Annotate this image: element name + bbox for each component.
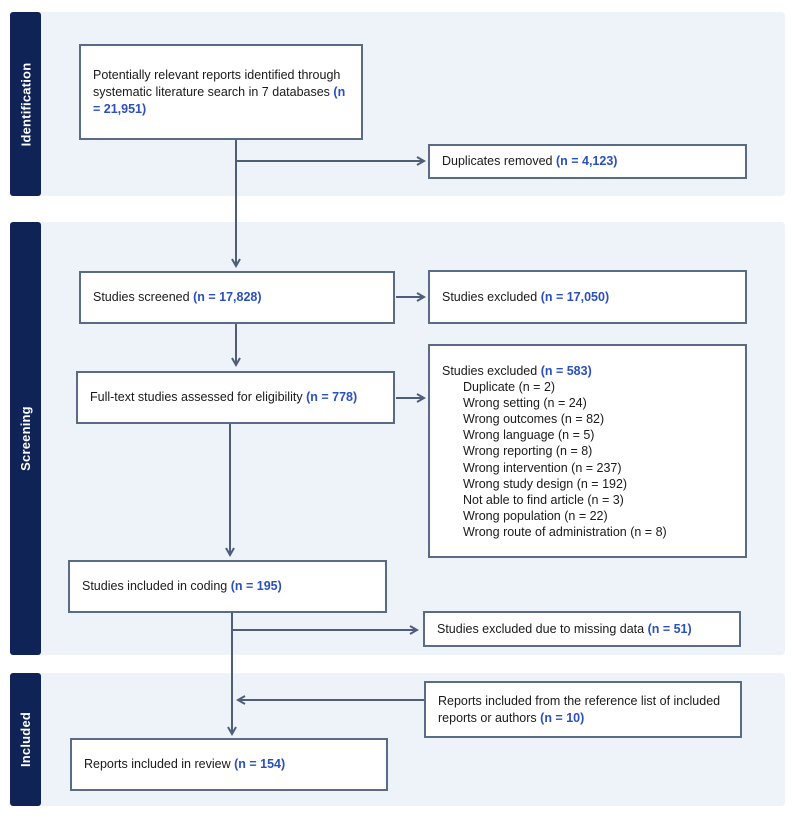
fulltext-text: Full-text studies assessed for eligibili… xyxy=(90,390,303,404)
excluded-screen-content: Studies excluded (n = 17,050) xyxy=(442,289,733,306)
reason-item: Wrong population (n = 22) xyxy=(463,508,608,523)
box-duplicates: Duplicates removed (n = 4,123) xyxy=(428,144,747,179)
box-excluded-screen: Studies excluded (n = 17,050) xyxy=(428,270,747,324)
excluded-screen-text: Studies excluded xyxy=(442,289,538,304)
box-excluded-fulltext: Studies excluded (n = 583) Duplicate (n … xyxy=(428,344,747,558)
missing-content: Studies excluded due to missing data (n … xyxy=(437,621,727,638)
reason-item: Duplicate (n = 2) xyxy=(463,380,556,395)
coding-count: (n = 195) xyxy=(230,579,282,593)
reason-item: Wrong outcomes (n = 82) xyxy=(463,412,605,427)
identified-content: Potentially relevant reports identified … xyxy=(93,67,349,118)
coding-content: Studies included in coding (n = 195) xyxy=(82,578,373,595)
review-count: (n = 154) xyxy=(234,757,286,771)
box-reference: Reports included from the reference list… xyxy=(424,681,742,738)
box-identified: Potentially relevant reports identified … xyxy=(79,44,363,140)
reason-item: Wrong intervention (n = 237) xyxy=(463,460,622,475)
reason-item: Wrong route of administration (n = 8) xyxy=(463,524,667,539)
identified-text: Potentially relevant reports identified … xyxy=(93,67,341,99)
box-coding: Studies included in coding (n = 195) xyxy=(68,560,387,613)
included-label: Included xyxy=(10,673,41,806)
excluded-fulltext-text: Studies excluded xyxy=(442,364,538,378)
review-text: Reports included in review xyxy=(84,757,231,771)
duplicates-text: Duplicates removed xyxy=(442,154,553,168)
reference-text: Reports included from the reference list… xyxy=(438,693,721,725)
reason-item: Wrong language (n = 5) xyxy=(463,428,595,443)
reference-count: (n = 10) xyxy=(540,710,585,725)
screened-text: Studies screened xyxy=(93,290,190,304)
reason-item: Wrong reporting (n = 8) xyxy=(463,444,593,459)
box-missing: Studies excluded due to missing data (n … xyxy=(423,611,741,647)
box-review: Reports included in review (n = 154) xyxy=(70,738,388,791)
screened-count: (n = 17,828) xyxy=(193,290,262,304)
missing-count: (n = 51) xyxy=(647,621,692,636)
identification-label: Identification xyxy=(10,12,41,196)
screening-label-text: Screening xyxy=(18,406,33,471)
included-label-text: Included xyxy=(18,711,33,768)
excluded-fulltext-heading: Studies excluded (n = 583) xyxy=(442,363,733,379)
coding-text: Studies included in coding xyxy=(82,579,228,593)
review-content: Reports included in review (n = 154) xyxy=(84,756,374,773)
missing-text: Studies excluded due to missing data xyxy=(437,621,645,636)
excluded-fulltext-count: (n = 583) xyxy=(540,364,592,378)
reason-item: Wrong setting (n = 24) xyxy=(463,396,587,411)
fulltext-content: Full-text studies assessed for eligibili… xyxy=(90,389,381,406)
identified-count: (n = 21,951) xyxy=(93,84,346,116)
excluded-screen-count: (n = 17,050) xyxy=(540,289,610,304)
box-fulltext: Full-text studies assessed for eligibili… xyxy=(76,371,395,424)
fulltext-count: (n = 778) xyxy=(306,390,358,404)
screening-label: Screening xyxy=(10,222,41,655)
duplicates-content: Duplicates removed (n = 4,123) xyxy=(442,153,733,170)
screened-content: Studies screened (n = 17,828) xyxy=(93,289,381,306)
duplicates-count: (n = 4,123) xyxy=(555,154,618,168)
reason-item: Wrong study design (n = 192) xyxy=(463,476,628,491)
identification-label-text: Identification xyxy=(18,62,34,146)
reason-item: Not able to find article (n = 3) xyxy=(463,492,624,507)
box-screened: Studies screened (n = 17,828) xyxy=(79,271,395,324)
reference-content: Reports included from the reference list… xyxy=(438,693,728,727)
